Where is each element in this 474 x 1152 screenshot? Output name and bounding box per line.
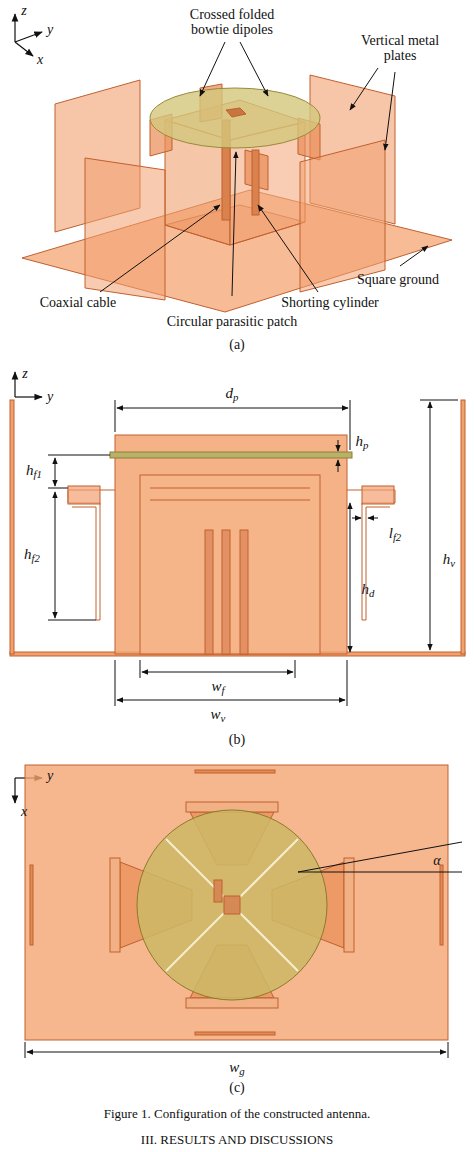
panel-label: (b) [229, 732, 245, 747]
dimension-label: wg [229, 1059, 244, 1078]
dimension-label: hv [443, 551, 455, 570]
part-label: Circular parasitic patch [167, 314, 298, 329]
dimension-label: hf2 [24, 546, 40, 565]
dimension-label: hd [362, 581, 375, 600]
angle-label: α [433, 853, 440, 868]
part-label: Vertical metal plates [360, 33, 440, 64]
dimension-lines-b [48, 400, 458, 706]
part-label: Crossed folded bowtie dipoles [177, 7, 287, 38]
axis-label: x [21, 804, 27, 819]
axes-a [15, 14, 42, 56]
axes-b [15, 372, 42, 397]
part-label: Coaxial cable [40, 295, 117, 310]
dimension-label: wv [211, 706, 226, 725]
dimension-label: wf [211, 678, 224, 697]
section-heading: III. RESULTS AND DISCUSSIONS [141, 1133, 333, 1147]
antenna-top [25, 765, 448, 1040]
axis-label: y [47, 389, 53, 404]
dimension-label: dp [226, 385, 239, 404]
dimension-label: hf1 [26, 462, 42, 481]
axis-label: y [47, 768, 53, 783]
axis-label: y [47, 22, 53, 37]
dimension-label: lf2 [389, 525, 402, 544]
panel-label: (a) [229, 337, 245, 352]
dimension-label: hp [356, 433, 369, 452]
antenna-3d [22, 75, 452, 312]
dimension-lines-c [25, 842, 462, 1058]
axis-label: x [37, 52, 43, 67]
part-label: Square ground [357, 272, 439, 287]
part-label: Shorting cylinder [281, 295, 379, 310]
panel-label: (c) [229, 1080, 245, 1095]
axis-label: z [22, 366, 27, 381]
figure-caption: Figure 1. Configuration of the construct… [104, 1107, 370, 1121]
antenna-side [10, 400, 465, 656]
leader-lines-a [100, 42, 428, 296]
axis-label: z [21, 3, 26, 18]
